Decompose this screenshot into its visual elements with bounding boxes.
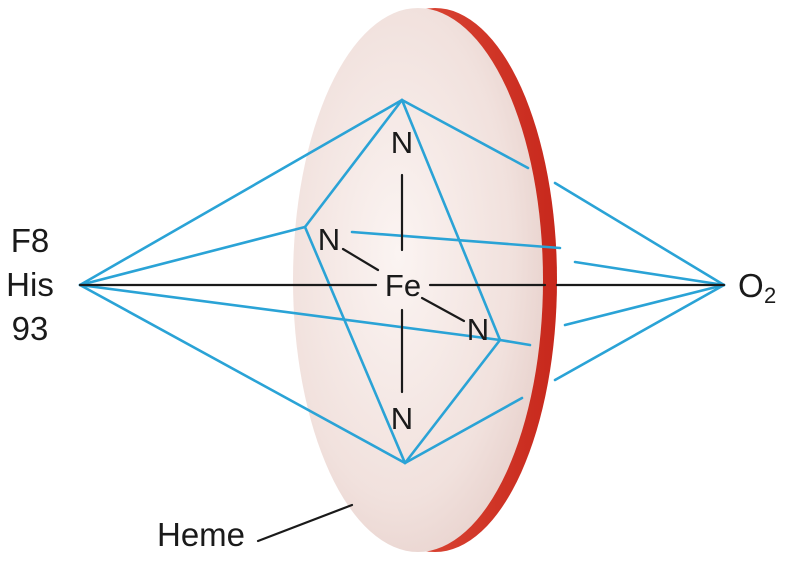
atom-n-right: N — [467, 312, 489, 347]
label-o-subscript: 2 — [764, 283, 776, 308]
label-o: O — [738, 267, 764, 304]
atom-n-left: N — [318, 222, 340, 257]
coordination-polyhedron — [78, 98, 726, 465]
atom-n-bottom: N — [391, 401, 413, 436]
label-93: 93 — [12, 310, 49, 347]
bonds — [78, 173, 726, 543]
proximal-histidine-label: F8 His 93 — [6, 222, 54, 347]
heme-disk — [293, 8, 557, 552]
atom-n-top: N — [391, 125, 413, 160]
atom-fe: Fe — [385, 268, 421, 303]
label-his: His — [6, 266, 54, 303]
oxygen-ligand-label: O 2 — [738, 267, 776, 308]
label-heme: Heme — [157, 516, 245, 553]
heme-disk-face — [293, 8, 543, 552]
label-f8: F8 — [11, 222, 50, 259]
